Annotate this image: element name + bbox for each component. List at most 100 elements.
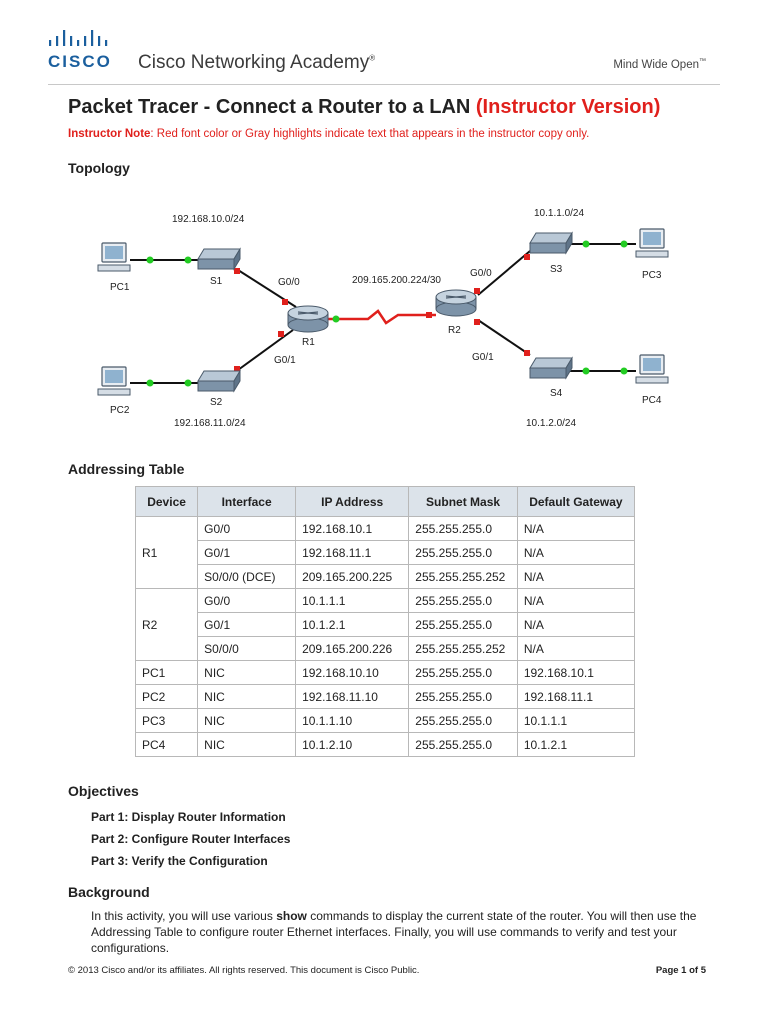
instructor-note: Instructor Note: Red font color or Gray … <box>68 128 589 140</box>
note-label: Instructor Note <box>68 128 151 140</box>
table-row: PC3 NIC 10.1.1.10 255.255.255.0 10.1.1.1 <box>134 708 636 733</box>
col-device: Device <box>134 486 199 517</box>
cell-interface: NIC <box>197 708 297 733</box>
r2-router-icon <box>435 289 477 317</box>
cell-device: PC2 <box>134 684 199 709</box>
cell-mask: 255.255.255.252 <box>408 636 518 661</box>
table-row: S0/0/0 209.165.200.226 255.255.255.252 N… <box>136 636 636 661</box>
objective-item: Part 2: Configure Router Interfaces <box>91 832 291 846</box>
s2-switch-icon <box>197 369 241 393</box>
table-header-row: Device Interface IP Address Subnet Mask … <box>134 486 636 517</box>
table-row: PC1 NIC 192.168.10.10 255.255.255.0 192.… <box>134 660 636 685</box>
label-net-left-bottom: 192.168.11.0/24 <box>174 418 246 429</box>
bg-text-before: In this activity, you will use various <box>91 909 277 923</box>
cell-interface: S0/0/0 (DCE) <box>197 564 297 589</box>
cell-ip: 192.168.10.1 <box>295 516 410 541</box>
col-ip-address: IP Address <box>295 486 410 517</box>
cell-mask: 255.255.255.252 <box>408 564 518 589</box>
cell-gateway: 192.168.11.1 <box>516 684 636 709</box>
table-row: G0/1 10.1.2.1 255.255.255.0 N/A <box>136 612 636 637</box>
page-header: CISCO Cisco Networking Academy® Mind Wid… <box>0 0 768 88</box>
cell-ip: 192.168.11.10 <box>295 684 410 709</box>
s4-switch-icon <box>529 356 573 380</box>
pc4-computer-icon <box>635 354 669 384</box>
cell-mask: 255.255.255.0 <box>408 660 518 685</box>
academy-title: Cisco Networking Academy® <box>138 52 375 74</box>
table-row: S0/0/0 (DCE) 209.165.200.225 255.255.255… <box>136 564 636 589</box>
link-r2-s3 <box>477 250 531 296</box>
objective-item: Part 3: Verify the Configuration <box>91 854 268 868</box>
cell-interface: G0/0 <box>197 588 297 613</box>
cell-interface: G0/1 <box>197 612 297 637</box>
cisco-bars-icon <box>49 30 108 46</box>
bg-text-after: commands to display the current state of… <box>91 909 697 955</box>
background-paragraph: In this activity, you will use various s… <box>91 908 711 956</box>
cell-gateway: N/A <box>516 564 636 589</box>
cisco-wordmark: CISCO <box>48 52 112 71</box>
table-row: G0/1 192.168.11.1 255.255.255.0 N/A <box>136 540 636 565</box>
cell-ip: 192.168.10.10 <box>295 660 410 685</box>
tagline-tm: ™ <box>699 58 706 65</box>
label-s1: S1 <box>210 276 223 287</box>
label-r2-g01: G0/1 <box>472 352 494 363</box>
label-r1: R1 <box>302 337 315 348</box>
cell-ip: 209.165.200.225 <box>295 564 410 589</box>
table-row: PC2 NIC 192.168.11.10 255.255.255.0 192.… <box>134 684 636 709</box>
col-interface: Interface <box>197 486 297 517</box>
col-subnet-mask: Subnet Mask <box>408 486 518 517</box>
table-row: R1 G0/0 192.168.10.1 255.255.255.0 N/A <box>134 516 636 589</box>
cell-device: R2 <box>134 588 199 661</box>
label-net-right-top: 10.1.1.0/24 <box>534 208 584 219</box>
label-net-left-top: 192.168.10.0/24 <box>172 214 245 225</box>
s3-switch-icon <box>529 231 573 255</box>
label-r1-g00: G0/0 <box>278 277 300 288</box>
cell-mask: 255.255.255.0 <box>408 708 518 733</box>
link-wan <box>326 309 436 325</box>
cell-gateway: N/A <box>516 636 636 661</box>
cell-interface: NIC <box>197 684 297 709</box>
page-number: Page 1 of 5 <box>655 965 706 976</box>
trademark: ® <box>369 53 376 63</box>
label-s4: S4 <box>550 388 563 399</box>
label-pc2: PC2 <box>110 405 130 416</box>
cell-interface: NIC <box>197 660 297 685</box>
header-divider <box>48 84 720 85</box>
addressing-table: Device Interface IP Address Subnet Mask … <box>134 486 636 757</box>
cell-device: R1 <box>134 516 199 589</box>
label-pc1: PC1 <box>110 282 130 293</box>
cell-gateway: N/A <box>516 612 636 637</box>
pc3-computer-icon <box>635 228 669 258</box>
tagline-text: Mind Wide Open <box>613 58 699 71</box>
objectives-heading: Objectives <box>68 783 139 799</box>
col-default-gateway: Default Gateway <box>516 486 636 517</box>
cell-interface: S0/0/0 <box>197 636 297 661</box>
cell-ip: 192.168.11.1 <box>295 540 410 565</box>
cell-mask: 255.255.255.0 <box>408 588 518 613</box>
label-r2-g00: G0/0 <box>470 268 492 279</box>
academy-name: Cisco Networking Academy <box>138 52 370 73</box>
cisco-logo: CISCO <box>48 30 118 71</box>
label-net-wan: 209.165.200.224/30 <box>352 275 441 286</box>
pc1-computer-icon <box>97 242 131 272</box>
label-s3: S3 <box>550 264 563 275</box>
objective-item: Part 1: Display Router Information <box>91 810 286 824</box>
cell-mask: 255.255.255.0 <box>408 684 518 709</box>
cell-device: PC1 <box>134 660 199 685</box>
page-title: Packet Tracer - Connect a Router to a LA… <box>68 96 660 119</box>
s1-switch-icon <box>197 247 241 271</box>
cell-gateway: 10.1.2.1 <box>516 732 636 757</box>
addressing-heading: Addressing Table <box>68 461 185 477</box>
topology-labels: 192.168.10.0/24 192.168.11.0/24 209.165.… <box>110 208 662 429</box>
cell-interface: NIC <box>197 732 297 757</box>
links <box>130 243 636 384</box>
cell-ip: 10.1.1.1 <box>295 588 410 613</box>
bg-text-bold: show <box>276 909 307 923</box>
cell-gateway: N/A <box>516 588 636 613</box>
objectives-list: Part 1: Display Router Information Part … <box>91 806 290 872</box>
cell-interface: G0/1 <box>197 540 297 565</box>
cell-ip: 209.165.200.226 <box>295 636 410 661</box>
label-s2: S2 <box>210 397 223 408</box>
label-r1-g01: G0/1 <box>274 355 296 366</box>
cell-ip: 10.1.2.10 <box>295 732 410 757</box>
